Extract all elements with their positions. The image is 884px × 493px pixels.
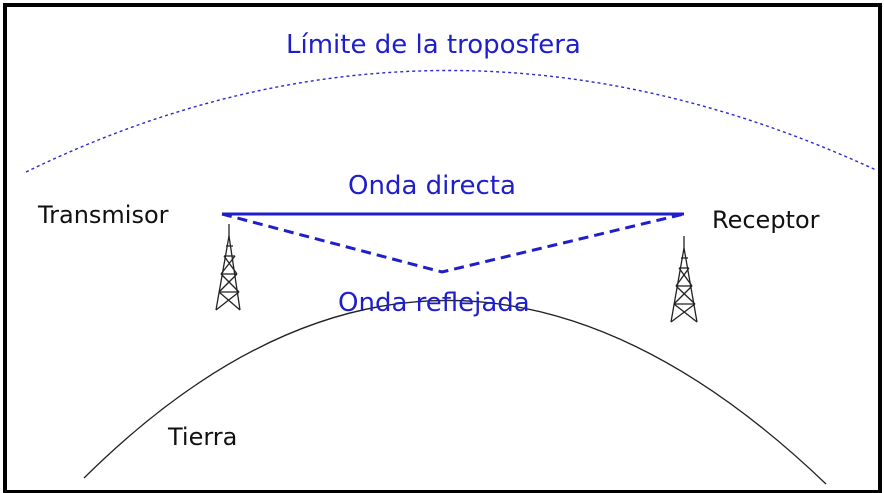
troposphere-boundary-arc [25,69,877,173]
earth-label: Tierra [168,423,238,451]
receiver-tower-icon [670,236,698,323]
troposphere-boundary-label: Límite de la troposfera [286,30,581,60]
diagram-frame [3,3,882,493]
transmitter-tower-icon [215,224,241,311]
direct-wave-label: Onda directa [348,171,516,201]
reflected-wave-path [221,212,685,274]
transmitter-label: Transmisor [38,201,169,229]
earth-surface-arc [83,299,827,485]
reflected-wave-label: Onda reflejada [338,288,530,318]
receiver-label: Receptor [712,206,820,234]
